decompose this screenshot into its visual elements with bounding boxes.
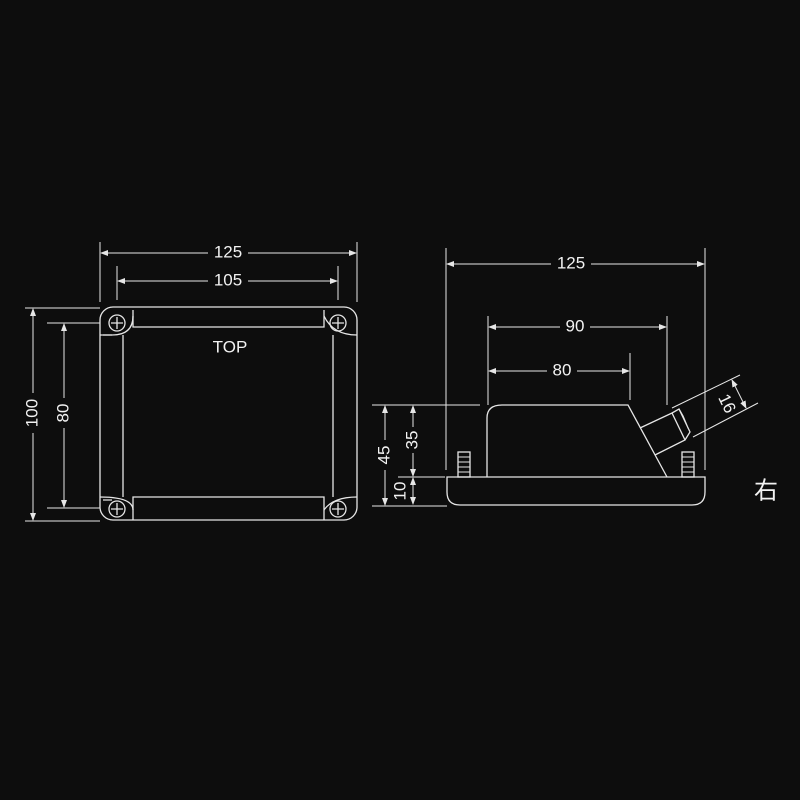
top-label: TOP [213,337,248,356]
dim-overall-width: 125 [214,242,242,261]
connector [639,408,691,456]
side-dim-top-width: 80 [553,360,572,379]
screw-hole-icon [329,314,347,332]
dim-overall-height: 100 [22,399,41,427]
base-plate [446,476,706,506]
bolt-left [457,451,471,478]
dim-hole-spacing-height: 80 [53,404,72,423]
side-dim-overall-width: 125 [557,253,585,272]
dim-hole-spacing-width: 105 [214,270,242,289]
side-dim-connector-diameter: 16 [714,391,739,416]
frame-bars [103,310,325,520]
view-label-right: 右 [754,477,778,504]
screw-hole-icon [329,500,347,518]
side-dim-total-height: 45 [374,446,393,465]
side-view: 125 90 80 45 35 10 16 右 [372,248,778,507]
side-dim-body-width: 90 [566,316,585,335]
screw-holes [108,314,347,518]
side-dim-base-height: 10 [390,482,409,501]
top-view: TOP 125 105 100 80 [22,242,358,522]
housing-outline [99,306,358,521]
screw-hole-icon [108,314,126,332]
screw-hole-icon [108,500,126,518]
side-dim-body-height: 35 [402,431,421,450]
body [486,404,668,478]
bolt-right [681,451,695,478]
